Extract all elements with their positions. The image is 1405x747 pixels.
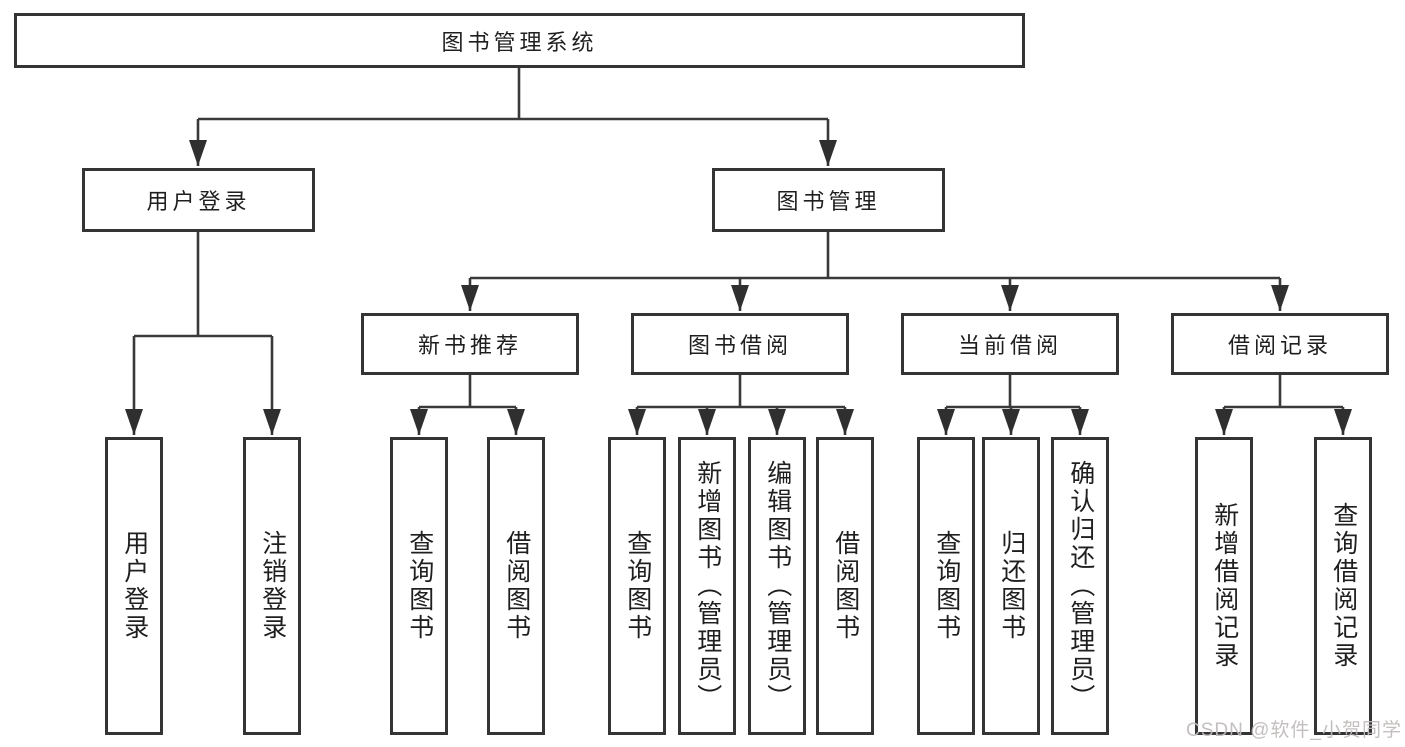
node-label: 借阅图书 (831, 530, 860, 642)
node-label: 新增借阅记录 (1210, 502, 1239, 670)
node-leaf-borrow-book-2: 借阅图书 (816, 437, 874, 735)
node-leaf-query-borrow-record: 查询借阅记录 (1314, 437, 1372, 735)
node-label: 确认归还（管理员） (1066, 460, 1095, 712)
node-leaf-edit-book-admin: 编辑图书（管理员） (748, 437, 806, 735)
node-label: 新增图书（管理员） (693, 460, 722, 712)
node-label: 注销登录 (258, 530, 287, 642)
node-borrow-records: 借阅记录 (1171, 313, 1389, 375)
node-label: 图书管理系统 (441, 29, 598, 55)
node-label: 借阅图书 (502, 530, 531, 642)
node-label: 借阅记录 (1227, 333, 1332, 358)
node-label: 图书管理 (776, 189, 881, 214)
node-library-management-system: 图书管理系统 (14, 13, 1025, 68)
node-leaf-query-book-1: 查询图书 (390, 437, 448, 735)
node-label: 当前借阅 (957, 333, 1062, 358)
node-leaf-add-borrow-record: 新增借阅记录 (1195, 437, 1253, 735)
node-label: 新书推荐 (417, 333, 522, 358)
node-current-borrow: 当前借阅 (901, 313, 1119, 375)
csdn-watermark: CSDN @软件_小贺同学 (1186, 720, 1402, 741)
node-leaf-user-login: 用户登录 (105, 437, 163, 735)
node-leaf-logout: 注销登录 (243, 437, 301, 735)
node-leaf-query-book-2: 查询图书 (608, 437, 666, 735)
node-leaf-add-book-admin: 新增图书（管理员） (678, 437, 736, 735)
node-new-book-recommend: 新书推荐 (361, 313, 579, 375)
node-label: 查询图书 (623, 530, 652, 642)
node-book-management: 图书管理 (712, 168, 945, 232)
connector-arrows (125, 119, 1352, 435)
node-label: 查询借阅记录 (1329, 502, 1358, 670)
node-leaf-query-book-3: 查询图书 (917, 437, 975, 735)
node-label: 用户登录 (120, 530, 149, 642)
node-label: 归还图书 (997, 530, 1026, 642)
node-label: 查询图书 (932, 530, 961, 642)
node-label: 查询图书 (405, 530, 434, 642)
node-label: 图书借阅 (687, 333, 792, 358)
node-leaf-borrow-book-1: 借阅图书 (487, 437, 545, 735)
node-leaf-confirm-return-admin: 确认归还（管理员） (1051, 437, 1109, 735)
node-label: 用户登录 (146, 189, 251, 214)
node-user-login-group: 用户登录 (82, 168, 315, 232)
node-book-borrow: 图书借阅 (631, 313, 849, 375)
connector-bars (134, 68, 1343, 409)
node-leaf-return-book: 归还图书 (982, 437, 1040, 735)
node-label: 编辑图书（管理员） (763, 460, 792, 712)
